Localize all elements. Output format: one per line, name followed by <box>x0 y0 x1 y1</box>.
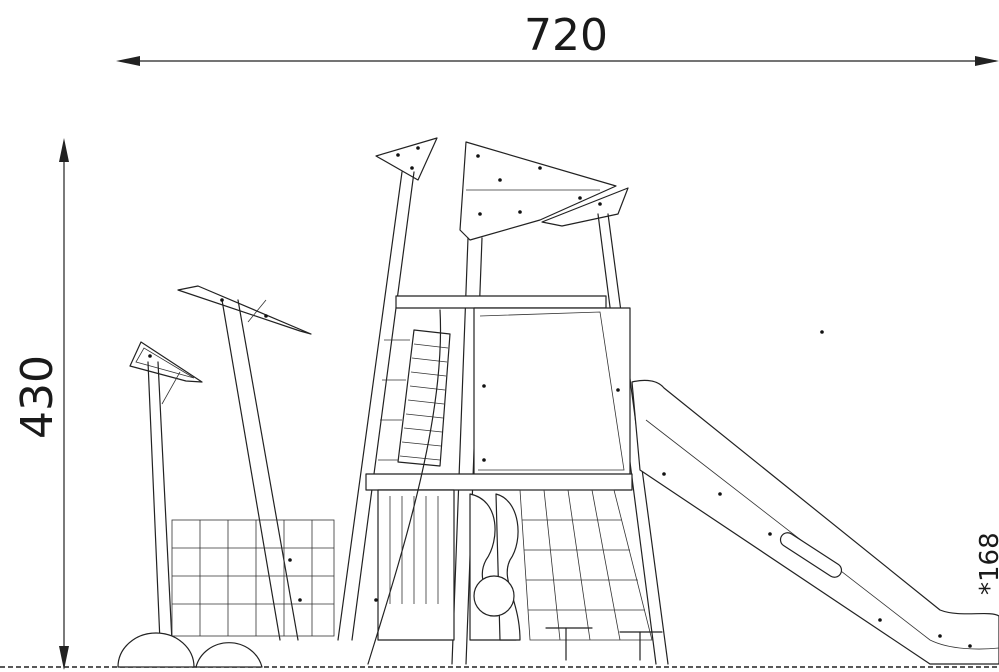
width-label: 720 <box>524 10 608 61</box>
slide <box>631 379 999 665</box>
bolt-dots <box>148 146 972 648</box>
height-dimension: 430 <box>12 138 69 670</box>
porthole <box>473 575 515 617</box>
sail-post-2 <box>177 285 312 641</box>
slide-plate <box>779 532 843 578</box>
left-climbing-net <box>171 519 335 637</box>
arrow-down-icon <box>59 646 69 670</box>
ground-dome-1 <box>117 632 195 668</box>
arrow-left-icon <box>116 56 140 66</box>
left-sail-post <box>129 341 203 643</box>
tall-flag-post <box>337 137 438 641</box>
height-label: 430 <box>12 355 63 439</box>
tower-frame <box>365 213 669 665</box>
ground-dome-2 <box>195 642 263 668</box>
arrow-up-icon <box>59 138 69 162</box>
cut-dimension-label: *168 <box>975 532 999 595</box>
main-triangle-sail <box>459 141 629 241</box>
width-dimension: 720 <box>116 10 999 66</box>
arrow-right-icon <box>975 56 999 66</box>
